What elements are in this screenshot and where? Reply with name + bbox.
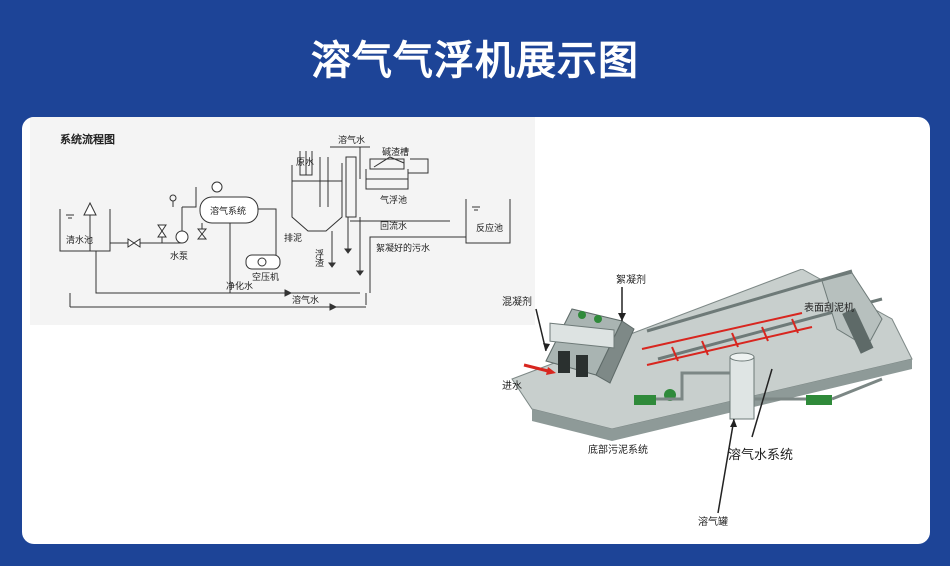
dissolved-water-bottom-label: 溶气水 [292, 294, 319, 306]
flow-heading: 系统流程图 [60, 132, 115, 146]
inlet-arrow-icon [546, 367, 556, 375]
flocked-label: 絮凝好的污水 [376, 242, 430, 254]
dissolved-air-tank [729, 356, 755, 420]
pump-icon [175, 230, 189, 244]
flow-diagram-background [30, 117, 535, 325]
pressure-gauge-icon [211, 181, 223, 193]
inlet-label: 进水 [502, 380, 522, 392]
vessel-label: 溶气系统 [210, 205, 246, 217]
reaction-tank-label: 反应池 [476, 222, 503, 234]
bottom-sludge-label: 底部污泥系统 [588, 443, 648, 456]
content-card: 系统流程图 清水池 水泵 溶气系统 空压机 原水 排泥 浮渣 溶气水 碱渣槽 气… [22, 117, 930, 544]
clear-water-tank [59, 209, 111, 252]
dissolved-system-label: 溶气水系统 [728, 447, 793, 463]
clean-water-label: 净化水 [226, 280, 253, 292]
scum-label: 浮渣 [313, 248, 324, 267]
sludge-out-label: 排泥 [284, 232, 302, 244]
sludge-pump-icon [634, 395, 656, 405]
skimmer-drum [842, 307, 874, 354]
slag-tank-label: 碱渣槽 [382, 146, 409, 158]
circulation-pump-icon [806, 395, 832, 405]
mixer-icon [578, 311, 586, 319]
air-compressor [245, 254, 281, 270]
compressor-label: 空压机 [252, 271, 279, 283]
return-water-label: 回流水 [380, 220, 407, 232]
level-marker-icon [83, 201, 97, 216]
flocculant-label: 絮凝剂 [616, 273, 646, 286]
plant-illustration: 混凝剂 絮凝剂 表面刮泥机 进水 底部污泥系统 溶气水系统 溶气罐 [502, 269, 913, 528]
clear-tank-label: 清水池 [66, 234, 93, 246]
dissolved-tank-label: 溶气罐 [698, 515, 728, 528]
flot-tank-label: 气浮池 [380, 194, 407, 206]
pump-label: 水泵 [170, 250, 188, 262]
skimmer-label: 表面刮泥机 [804, 301, 854, 314]
system-flow-diagram: 系统流程图 清水池 水泵 溶气系统 空压机 原水 排泥 浮渣 溶气水 碱渣槽 气… [59, 132, 511, 311]
coagulant-label: 混凝剂 [502, 295, 532, 308]
raw-water-label: 原水 [296, 156, 314, 168]
mixer-icon [594, 315, 602, 323]
dissolved-air-vessel [199, 196, 259, 224]
dissolved-water-top-label: 溶气水 [338, 134, 365, 146]
page-title: 溶气气浮机展示图 [311, 38, 639, 84]
